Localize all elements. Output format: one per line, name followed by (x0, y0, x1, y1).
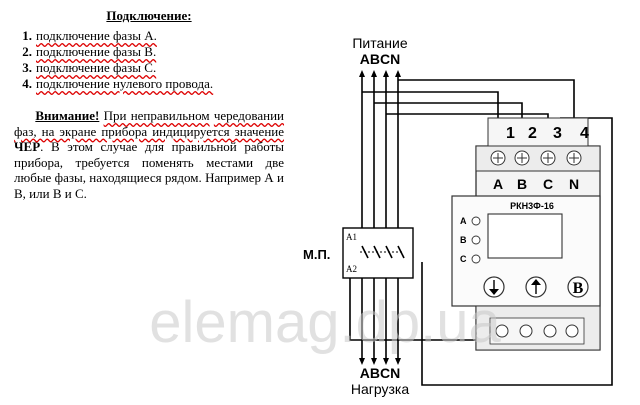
device-model: РКН3Ф-16 (510, 201, 554, 211)
steps-list: 1. подключение фазы А. 2. подключение фазы… (14, 28, 284, 92)
terminal-number-2: 2 (528, 125, 537, 142)
wire-tap-1 (362, 91, 499, 146)
breaker-contact-a2: А2 (346, 264, 357, 274)
arrow-icon (359, 70, 365, 77)
supply-arrows (359, 70, 401, 77)
arrow-icon (359, 358, 365, 365)
step-text: подключение фазы А. (36, 28, 157, 43)
terminal-screws (490, 150, 582, 166)
step-text: подключение нулевого провода. (36, 76, 214, 91)
instructions-panel: Подключение: 1. подключение фазы А. 2. под… (14, 8, 284, 201)
supply-label: Питание (352, 35, 407, 51)
bottom-screws (495, 324, 579, 338)
step-number: 2. (22, 44, 32, 59)
list-item: 2. подключение фазы В. (18, 44, 284, 60)
error-code: ЧЕР (14, 139, 41, 154)
breaker-label: М.П. (303, 247, 330, 262)
terminal-letter-b: B (517, 176, 527, 192)
warning-text-2: чередовании фаз, на экране прибора индиц… (14, 108, 285, 139)
down-arrow-button (483, 276, 505, 298)
screw-icon (519, 324, 533, 338)
indicator-label-c: C (460, 254, 467, 264)
led-icon (471, 235, 481, 245)
indicator-label-a: A (460, 216, 467, 226)
list-item: 4. подключение нулевого провода. (18, 76, 284, 92)
terminal-letter-c: C (543, 176, 553, 192)
step-text: подключение фазы С. (36, 60, 157, 75)
arrow-icon (371, 70, 377, 77)
step-number: 4. (22, 76, 32, 91)
arrow-icon (371, 358, 377, 365)
screw-icon (565, 324, 579, 338)
load-arrows (359, 358, 401, 365)
circuit-breaker: А1 А2 (342, 227, 414, 279)
load-label: Нагрузка (351, 381, 409, 397)
display-screen (487, 213, 563, 259)
relay-device: 1 2 3 4 A B C N РКН3Ф-16 A B C (451, 117, 601, 351)
list-item: 3. подключение фазы С. (18, 60, 284, 76)
terminal-letter-n: N (569, 176, 579, 192)
step-number: 1. (22, 28, 32, 43)
screw-icon (543, 324, 557, 338)
b-button-label: В (573, 280, 584, 297)
screw-icon (495, 324, 509, 338)
b-button: В (567, 276, 589, 298)
terminal-number-1: 1 (506, 125, 515, 142)
led-icon (471, 216, 481, 226)
warning-paragraph: Внимание! При неправильном чередовании ф… (14, 108, 284, 201)
warning-text-1: При неправильном (103, 108, 210, 123)
terminal-number-4: 4 (580, 125, 589, 142)
step-text: подключение фазы В. (36, 44, 157, 59)
up-arrow-button (525, 276, 547, 298)
terminal-letter-a: A (493, 176, 503, 192)
arrow-icon (383, 358, 389, 365)
terminal-number-3: 3 (553, 125, 562, 142)
wire-loop-a2 (421, 117, 613, 386)
led-icon (471, 254, 481, 264)
arrow-icon (383, 70, 389, 77)
indicator-label-b: B (460, 235, 467, 245)
warning-text-3: . В этом случае для правильной работы пр… (14, 139, 284, 201)
warning-label: Внимание! (35, 108, 100, 123)
b-button-icon (567, 276, 589, 298)
list-item: 1. подключение фазы А. (18, 28, 284, 44)
supply-phases: ABCN (360, 51, 400, 67)
watermark: elemag.dp.ua (149, 290, 501, 355)
arrow-icon (395, 70, 401, 77)
arrow-icon (395, 358, 401, 365)
load-phases: ABCN (360, 365, 400, 381)
step-number: 3. (22, 60, 32, 75)
instructions-heading: Подключение: (106, 8, 192, 23)
breaker-contact-a1: А1 (346, 232, 357, 242)
